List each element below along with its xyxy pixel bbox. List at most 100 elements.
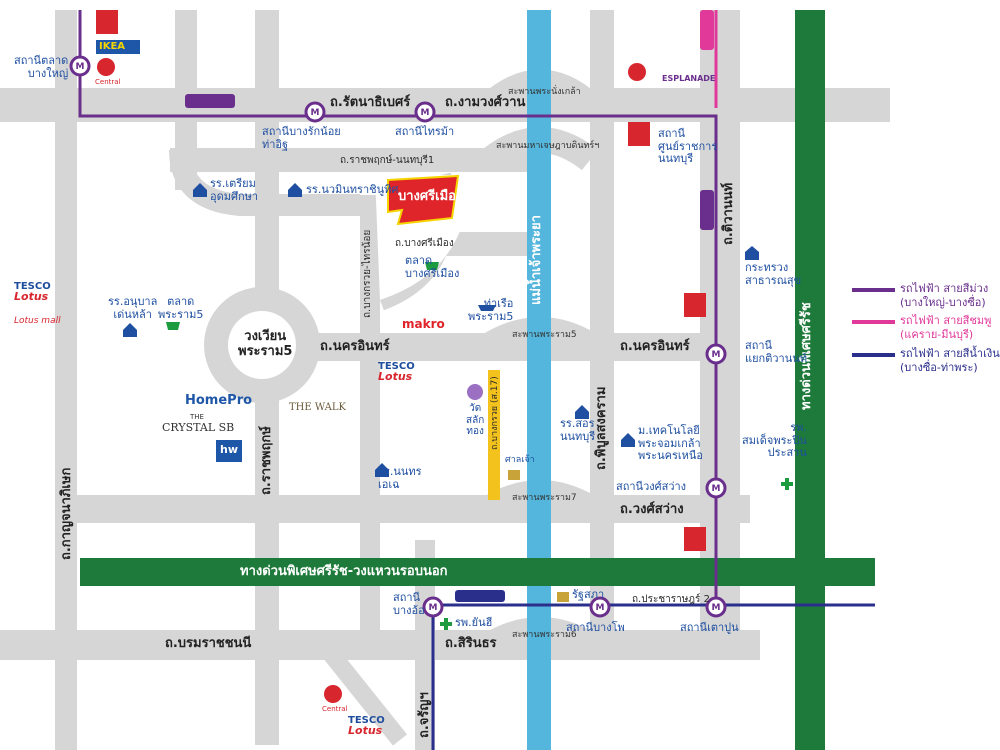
metro-station-icon: M — [712, 484, 721, 494]
poi-label-line: ตลาด — [405, 254, 433, 267]
station-bang-pho[interactable] — [589, 596, 611, 618]
metro-station-icon: M — [421, 108, 430, 118]
poi-label-line: วัด — [469, 403, 482, 414]
poi-label-hospital: รพ. สมเด็จพระปิ่น ประสาน — [742, 421, 807, 460]
bridge-label-rama7: สะพานพระราม7 — [512, 493, 577, 503]
poi-label-line: เด่นหล้า — [113, 307, 152, 321]
road-label-charan: ถ.จรัญฯ — [417, 692, 432, 738]
poi-label-line: ม.เทคโนโลยี — [638, 424, 700, 437]
station-yaek-tiwanon[interactable] — [705, 343, 727, 365]
tesco-lotus-logo-south: TESCO Lotus — [348, 716, 385, 737]
shrine-icons — [508, 470, 569, 602]
road-label-tiwanon: ถ.ติวานนท์ — [721, 182, 736, 245]
road-diagonal-south — [312, 634, 408, 746]
station-label-line: สถานี — [393, 591, 421, 604]
poi-label-pier-rama5: ท่าเรือ พระราม5 — [468, 297, 514, 323]
road-rattanathibet-east — [850, 88, 890, 122]
station-bang-rak-noi[interactable] — [304, 101, 326, 123]
station-tao-poon[interactable] — [705, 596, 727, 618]
poi-label-anuban: รร.อนุบาล เด่นหล้า — [108, 295, 157, 321]
lotus-mall-logo: Lotus mall — [14, 316, 61, 326]
poi-label-line: ตลาด — [167, 295, 195, 308]
lotus-logo-line: Lotus — [348, 724, 383, 737]
poi-label-line: พระนครเหนือ — [638, 449, 703, 463]
river-label: แม่น้ำเจ้าพระยา — [529, 215, 544, 305]
poi-label-line: อุดมศึกษา — [210, 189, 259, 203]
station-label-line: บางใหญ่ — [27, 66, 69, 80]
poi-label-line: รพ. — [790, 421, 807, 434]
central-logo — [628, 63, 646, 81]
poi-label-royal-reception: รัฐสภา — [572, 588, 605, 601]
road-label-borommaratchachonnani: ถ.บรมราชชนนี — [165, 636, 252, 651]
road-label-bang-kruai-17: ถ.บางกรวย (ส.17) — [490, 376, 500, 450]
poi-label-line: กระทรวง — [745, 261, 789, 274]
tesco-lotus-logo-left: TESCO Lotus — [14, 282, 51, 303]
project-label: บางศรีเมือง — [398, 189, 463, 204]
homepro-logo: HomePro — [185, 393, 253, 408]
ikea-logo-bg — [96, 40, 140, 54]
road-charan — [415, 540, 435, 750]
poi-label-line: ท่าเรือ — [483, 297, 514, 310]
school-icon — [375, 463, 389, 477]
station-wong-sawang[interactable] — [705, 477, 727, 499]
poi-label-line: รร.เตรียม — [210, 177, 256, 190]
market-basket-icon — [166, 322, 180, 330]
road-wong-sawang — [60, 495, 750, 523]
poi-label-triam: รร.เตรียม อุดมศึกษา — [210, 177, 259, 203]
road-label-kanchanaphisek: ถ.กาญจนาภิเษก — [59, 467, 74, 560]
poi-label-line: พระราม5 — [158, 307, 204, 321]
poi-label-line: สมเด็จพระปิ่น — [742, 433, 807, 447]
poi-label-nawaminthra: รร.นวมินทราชินูทิศ — [306, 183, 399, 196]
station-talad-bang-yai[interactable] — [69, 55, 91, 77]
skytrain-icon — [185, 94, 235, 108]
station-label-wong-sawang: สถานีวงศ์สว่าง — [616, 480, 687, 493]
project-flag-icon[interactable] — [387, 174, 460, 226]
roundabout-center — [228, 311, 296, 379]
station-label-bang-pho: สถานีบางโพ — [566, 621, 625, 634]
central-logo-text: Central — [95, 78, 121, 86]
legend-item-route: (บางซื่อ-ท่าพระ) — [900, 360, 978, 374]
road-kanchanaphisek — [55, 10, 77, 750]
lotus-logo-line: Lotus — [14, 290, 49, 303]
poi-label-talad-rama5: ตลาด พระราม5 — [158, 295, 204, 321]
poi-label-line: นนทบุรี — [560, 429, 596, 443]
skytrain-icon — [700, 10, 714, 50]
station-label-line: นนทบุรี — [658, 152, 694, 166]
skytrain-icons — [185, 10, 714, 602]
road-label-bang-kruai-sai-noi: ถ.บางกรวย-ไทรน้อย — [362, 229, 373, 318]
road-nakhon-in — [250, 333, 720, 361]
bridge-label-maha-chesada: สะพานมหาเจษฎาบดินทร์ฯ — [496, 141, 600, 151]
poi-label-line: พระจอมเกล้า — [638, 436, 701, 450]
thewalk-logo: THE WALK — [289, 402, 346, 413]
legend-item-purple: รถไฟฟ้า สายสีม่วง (บางใหญ่-บางซื่อ) — [900, 282, 988, 310]
road-label-wong-sawang: ถ.วงศ์สว่าง — [620, 502, 684, 517]
road-label-prachachuen2: ถ.ประชาราษฎร์ 2 — [632, 594, 710, 605]
poi-label-line: ประสาน — [767, 446, 807, 460]
school-icon — [288, 183, 302, 197]
bigc-logo — [684, 527, 706, 551]
crystal-logo-the: THE — [190, 413, 204, 421]
poi-icons — [123, 183, 759, 477]
station-label-line: บางอ้อ — [393, 603, 425, 617]
station-label-sai-ma: สถานีไทรม้า — [395, 125, 455, 138]
road-label-ngamwongwan: ถ.งามวงศ์วาน — [445, 95, 526, 110]
poi-label-wat: วัด สลัก ทอง — [466, 403, 484, 438]
station-sai-ma[interactable] — [414, 101, 436, 123]
skytrain-icon — [455, 590, 505, 602]
expressway-outer-ring — [80, 558, 875, 586]
station-glyphs: M M M M M M M M — [76, 62, 721, 613]
roundabout-label: วงเวียน พระราม5 — [238, 329, 292, 360]
station-bang-o[interactable] — [422, 596, 444, 618]
poi-label-line: รร.สอร — [560, 417, 595, 430]
metro-station-icon: M — [712, 603, 721, 613]
legend-item-route: (บางใหญ่-บางซื่อ) — [900, 295, 986, 309]
poi-label-line: พระราม5 — [468, 309, 514, 323]
legend-item-pink: รถไฟฟ้า สายสีชมพู (แคราย-มีนบุรี) — [900, 314, 991, 342]
logo-shapes — [96, 10, 706, 703]
legend-item-name: รถไฟฟ้า สายสีน้ำเงิน — [900, 347, 1000, 360]
shrine-icon — [557, 592, 569, 602]
skytrain-icon — [700, 190, 714, 230]
poi-label-line: เอเฉ — [378, 477, 400, 491]
poi-label-tech-college: ม.เทคโนโลยี พระจอมเกล้า พระนครเหนือ — [638, 424, 703, 463]
station-label-line: สถานีตลาด — [14, 54, 69, 67]
